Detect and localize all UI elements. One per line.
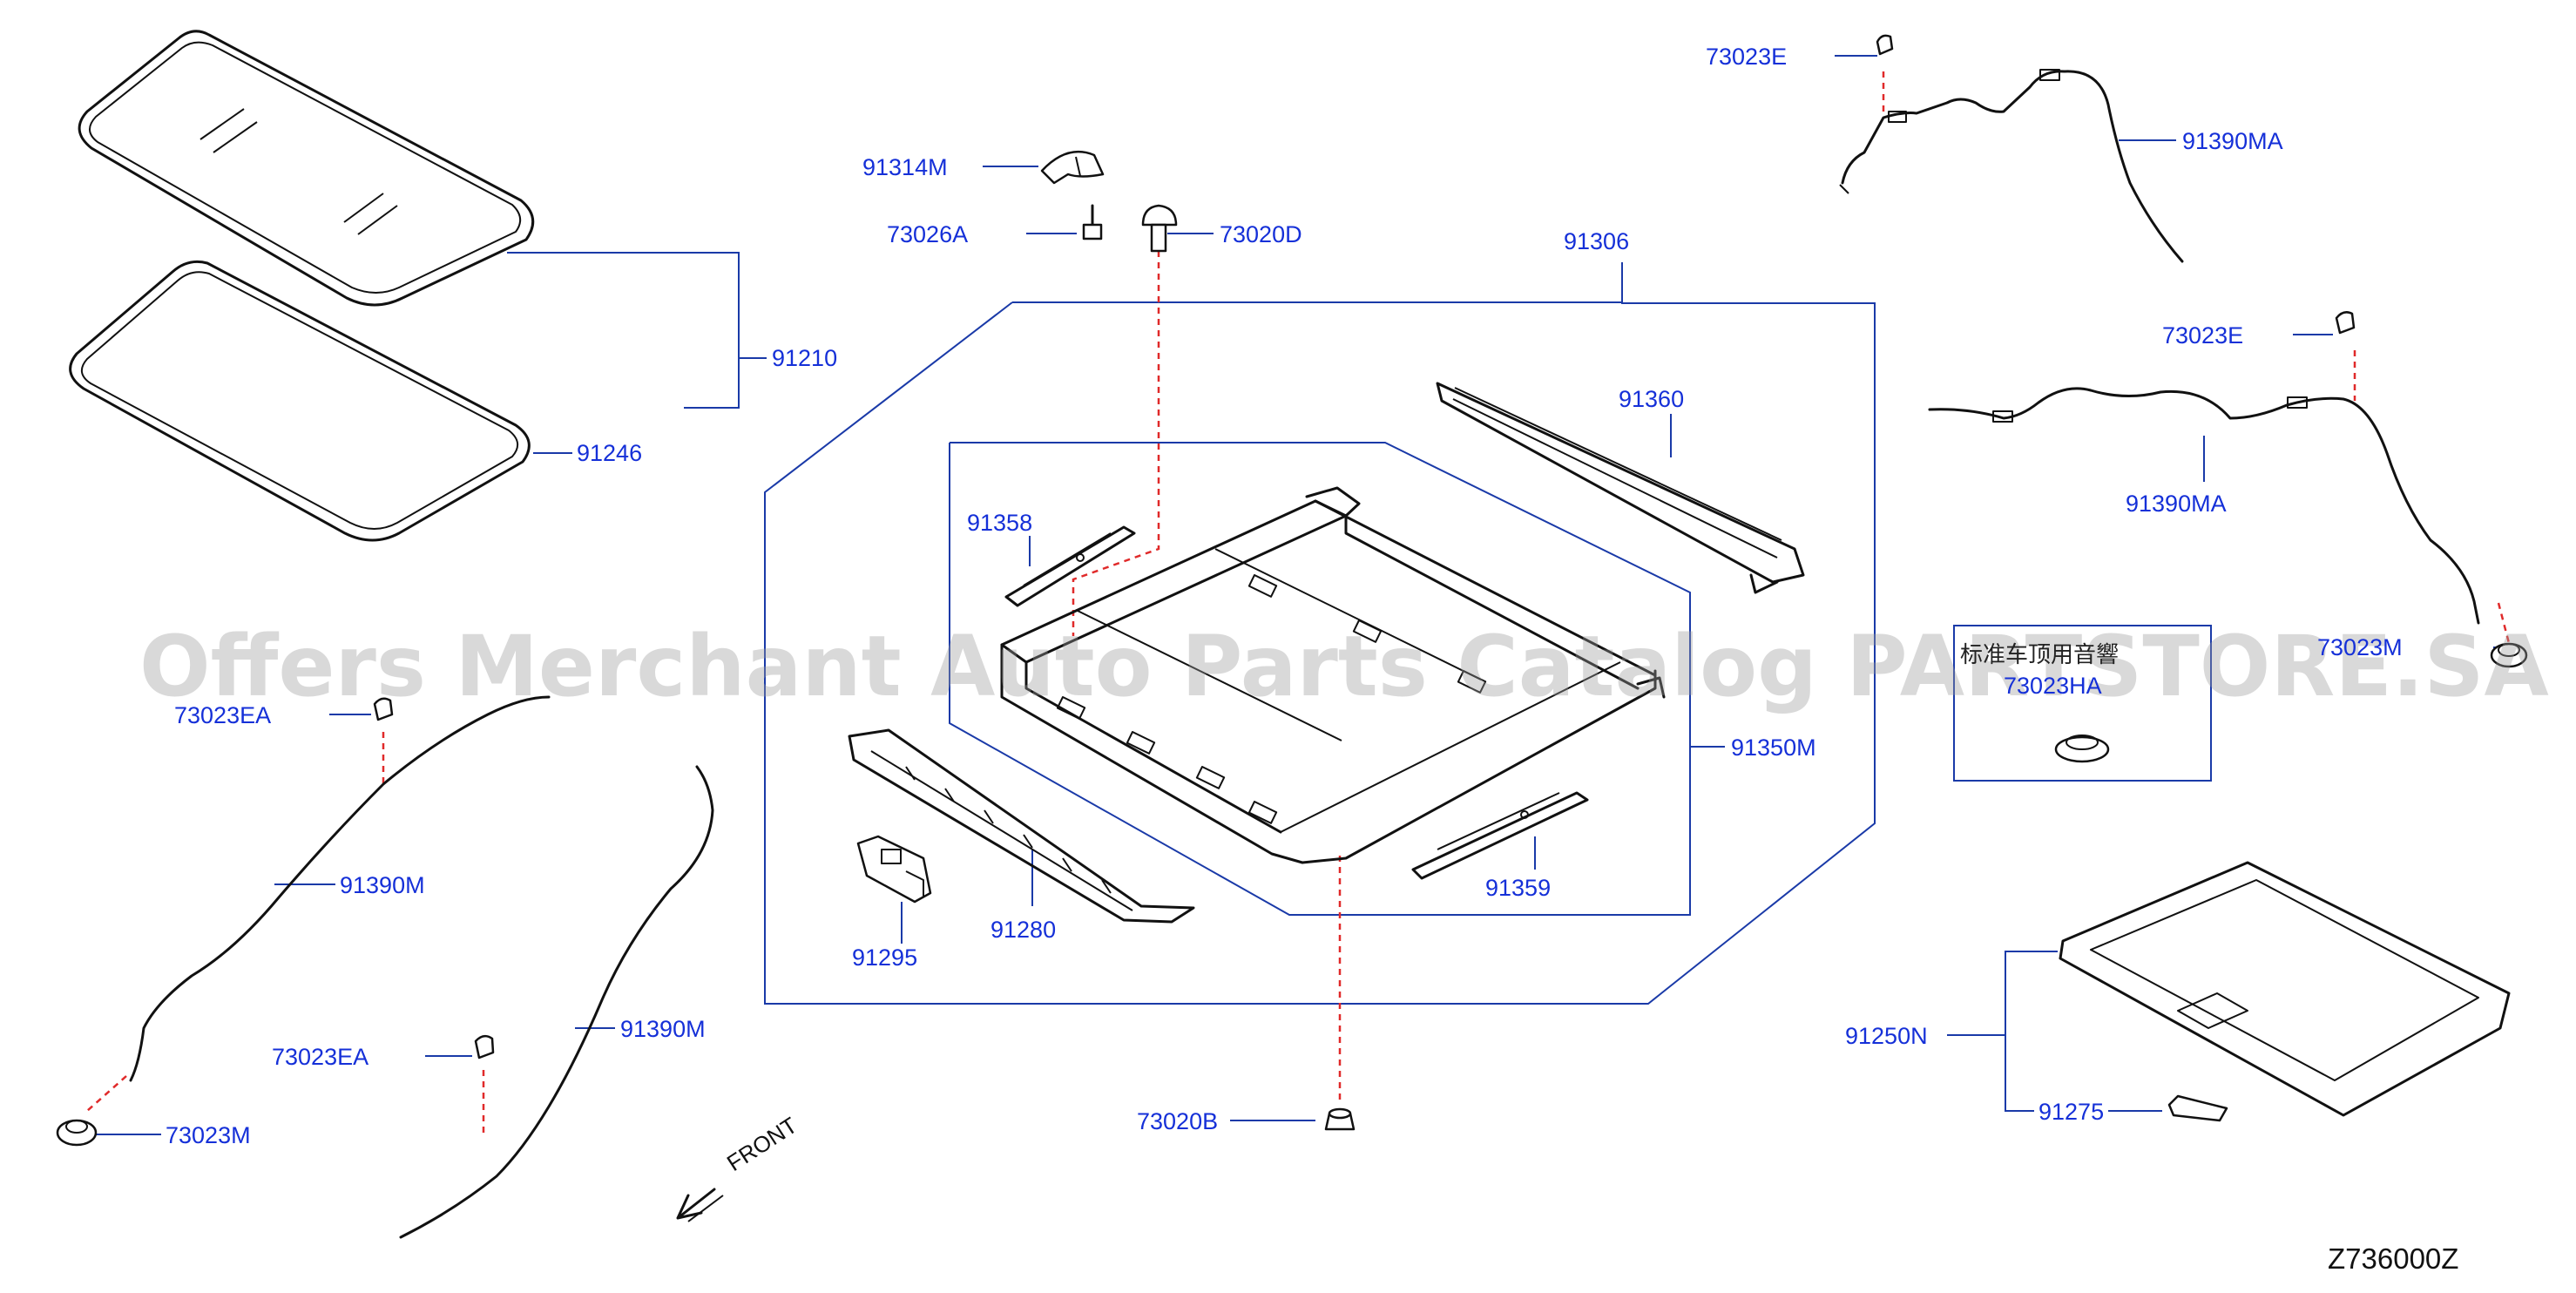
sunroof-glass-panel bbox=[78, 30, 535, 307]
part-labels: 91210 91246 91314M 73026A 73020D 91306 7… bbox=[166, 44, 2403, 1148]
label-91360[interactable]: 91360 bbox=[1619, 386, 1684, 412]
guide-rail-91359 bbox=[1411, 791, 1589, 880]
label-91280[interactable]: 91280 bbox=[991, 917, 1056, 943]
bracket-91314m bbox=[1040, 150, 1105, 185]
drain-hose-91390ma-mid bbox=[1928, 387, 2480, 625]
clip-73023ea-low bbox=[474, 1034, 495, 1059]
label-73023m-right[interactable]: 73023M bbox=[2317, 634, 2403, 660]
alignment-dashes bbox=[86, 71, 2511, 1133]
screw-73026a bbox=[1082, 204, 1103, 240]
label-91246[interactable]: 91246 bbox=[577, 440, 642, 466]
label-91359[interactable]: 91359 bbox=[1485, 875, 1551, 901]
guide-rail-91358 bbox=[1004, 525, 1136, 607]
label-73023m-left[interactable]: 73023M bbox=[166, 1122, 251, 1148]
clip-73023e-mid bbox=[2335, 311, 2356, 335]
diagram-code: Z736000Z bbox=[2328, 1242, 2458, 1275]
label-73023ea-left[interactable]: 73023EA bbox=[174, 702, 271, 728]
drain-trough-91280 bbox=[848, 728, 1195, 924]
label-91295[interactable]: 91295 bbox=[852, 944, 917, 971]
label-91250n[interactable]: 91250N bbox=[1845, 1023, 1928, 1049]
drain-hose-91390m-low bbox=[399, 765, 714, 1239]
label-91210[interactable]: 91210 bbox=[772, 345, 837, 371]
sunshade-91250n bbox=[2059, 861, 2511, 1117]
label-73023e-mid[interactable]: 73023E bbox=[2162, 322, 2243, 349]
clip-73020d bbox=[1141, 204, 1178, 253]
drain-hose-91390ma-top bbox=[1839, 69, 2184, 263]
leader-lines bbox=[94, 55, 2518, 1135]
wind-deflector-91360 bbox=[1436, 382, 1805, 594]
inset-frame bbox=[1953, 625, 2212, 782]
drain-hose-91390m-left bbox=[129, 695, 551, 1082]
label-91390m-low[interactable]: 91390M bbox=[620, 1016, 706, 1042]
grommet-73023m-left bbox=[56, 1119, 98, 1147]
label-91314m[interactable]: 91314M bbox=[862, 154, 948, 180]
label-91390ma-top[interactable]: 91390MA bbox=[2182, 128, 2283, 154]
label-91275[interactable]: 91275 bbox=[2038, 1099, 2104, 1125]
sunroof-frame-91350m bbox=[1000, 486, 1666, 864]
clip-73023ea-left bbox=[373, 697, 394, 721]
label-73026a[interactable]: 73026A bbox=[887, 221, 968, 247]
nut-73020b bbox=[1324, 1107, 1356, 1131]
label-73023ea-low[interactable]: 73023EA bbox=[272, 1044, 368, 1070]
front-label: FRONT bbox=[722, 1112, 802, 1176]
watermark: Offers Merchant Auto Parts Catalog PARTS… bbox=[139, 618, 2549, 715]
label-91350m[interactable]: 91350M bbox=[1731, 735, 1816, 761]
label-73020b[interactable]: 73020B bbox=[1137, 1108, 1218, 1134]
clip-73023e-top bbox=[1876, 34, 1894, 56]
label-73023e-top[interactable]: 73023E bbox=[1706, 44, 1787, 70]
label-91390m-left[interactable]: 91390M bbox=[340, 872, 425, 898]
grommet-73023ha bbox=[2054, 735, 2110, 763]
grommet-73023m-right bbox=[2490, 642, 2528, 668]
sunshade-handle-91275 bbox=[2167, 1094, 2228, 1122]
front-direction-arrow bbox=[676, 1188, 724, 1222]
inset-note: 标准车顶用音響 bbox=[1960, 642, 2119, 668]
label-73020d[interactable]: 73020D bbox=[1220, 221, 1302, 247]
glass-weatherstrip bbox=[69, 260, 531, 542]
sunroof-motor-91295 bbox=[856, 835, 932, 904]
label-73023ha[interactable]: 73023HA bbox=[2004, 673, 2102, 699]
label-91358[interactable]: 91358 bbox=[967, 510, 1032, 536]
label-91390ma-mid[interactable]: 91390MA bbox=[2126, 491, 2227, 517]
label-91306[interactable]: 91306 bbox=[1564, 228, 1629, 254]
